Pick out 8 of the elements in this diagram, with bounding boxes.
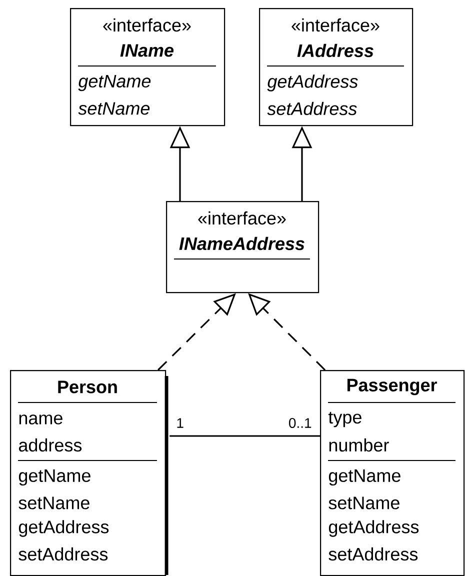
class-box: Passenger type number getName setName getAddress setAddress [320, 370, 465, 576]
association-line [170, 435, 320, 437]
multiplicity-label: 0..1 [289, 418, 312, 428]
multiplicity-label: 1 [177, 418, 184, 428]
class-box: «interface» INameAddress [166, 201, 320, 294]
class-box: «interface» IName getName setName [70, 8, 226, 126]
class-box: Person name address getName setName getAddress setAddress [10, 370, 168, 576]
class-box: «interface» IAddress getAddress setAddress [259, 8, 414, 126]
